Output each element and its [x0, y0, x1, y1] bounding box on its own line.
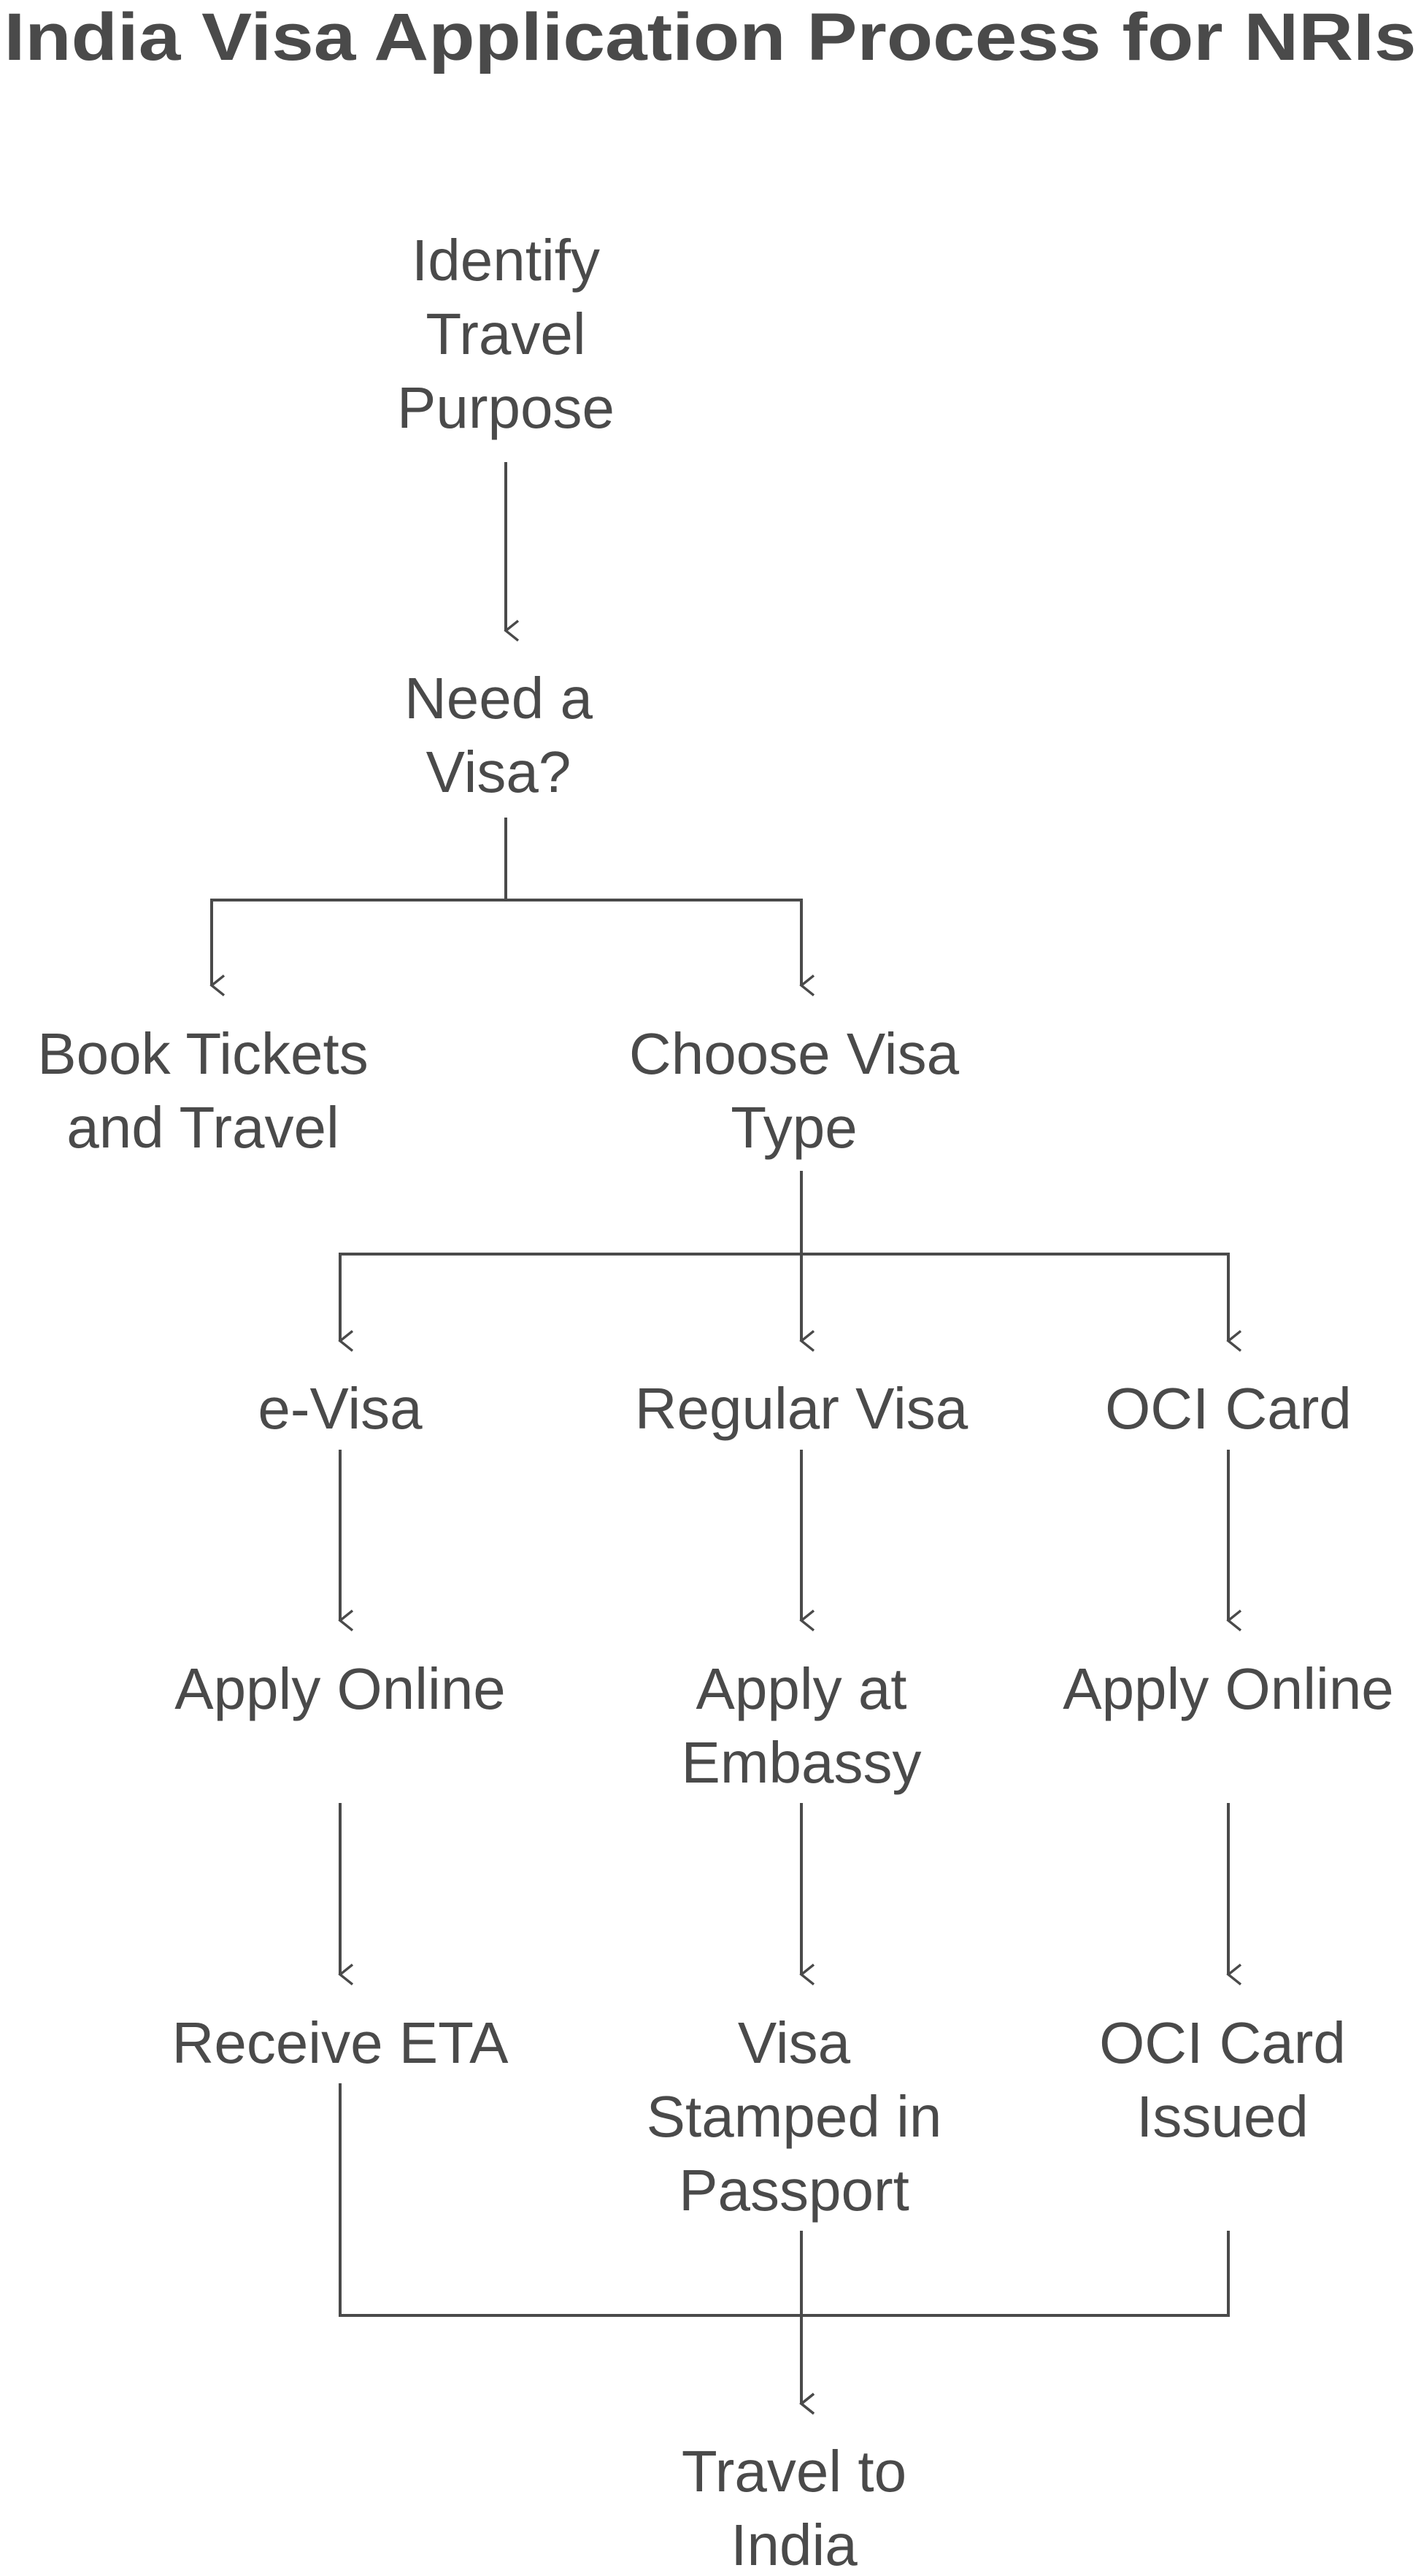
node-label-line: Regular Visa — [635, 1376, 968, 1441]
node-label-line: Purpose — [397, 375, 615, 440]
node-apply-embassy: Apply at Embassy — [682, 1656, 922, 1795]
node-label-line: Visa — [738, 2010, 851, 2075]
connector-need-visa-to-choose-visa — [504, 818, 815, 996]
node-book-tickets: Book Tickets and Travel — [37, 1021, 369, 1160]
diagram-title: India Visa Application Process for NRIs — [4, 0, 1417, 74]
node-apply-online-oci: Apply Online — [1063, 1656, 1394, 1721]
node-label-line: India — [731, 2512, 858, 2576]
node-oci-card: OCI Card — [1105, 1376, 1352, 1441]
node-travel-india: Travel to India — [682, 2439, 906, 2576]
node-label-line: Type — [731, 1095, 857, 1160]
node-label-line: Book Tickets — [37, 1021, 369, 1086]
node-label-line: Choose Visa — [629, 1021, 960, 1086]
node-need-visa: Need a Visa? — [404, 666, 593, 804]
node-receive-eta: Receive ETA — [172, 2010, 509, 2075]
node-label-line: Travel — [425, 301, 585, 366]
connector-choose-visa-to-oci-card — [800, 1171, 1242, 1352]
node-label-line: Embassy — [682, 1730, 922, 1795]
node-label-line: Travel to — [682, 2439, 906, 2504]
node-apply-online-evisa: Apply Online — [174, 1656, 506, 1721]
node-label-line: Visa? — [426, 739, 571, 804]
node-label-line: Need a — [404, 666, 593, 731]
node-label-line: Identify — [412, 228, 600, 293]
node-label-line: Passport — [679, 2158, 909, 2223]
node-label-line: Issued — [1136, 2084, 1309, 2149]
connector-oci-issued-to-travel-india — [799, 2231, 1230, 2415]
connectors — [209, 462, 1242, 2415]
node-label-line: e-Visa — [258, 1376, 423, 1441]
node-label-line: Receive ETA — [172, 2010, 509, 2075]
node-label-line: OCI Card — [1099, 2010, 1346, 2075]
node-label-line: OCI Card — [1105, 1376, 1352, 1441]
node-label-line: Stamped in — [647, 2084, 942, 2149]
connector-choose-visa-to-e-visa — [338, 1171, 803, 1352]
node-label-line: and Travel — [66, 1095, 339, 1160]
node-e-visa: e-Visa — [258, 1376, 423, 1441]
node-label-line: Apply Online — [1063, 1656, 1394, 1721]
node-regular-visa: Regular Visa — [635, 1376, 968, 1441]
node-label-line: Apply at — [696, 1656, 906, 1721]
connector-need-visa-to-book-tickets — [209, 818, 507, 996]
node-label-line: Apply Online — [174, 1656, 506, 1721]
